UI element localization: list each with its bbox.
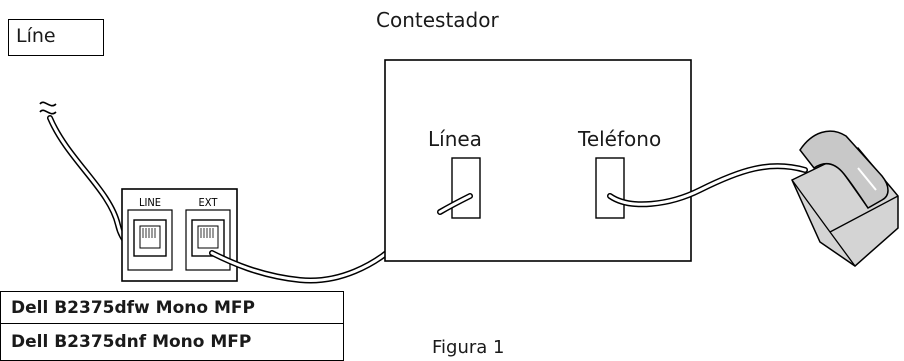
- answering-phone-jack: [595, 157, 625, 219]
- wall-line-label: Líne: [8, 19, 104, 56]
- answering-line-jack: [451, 157, 481, 219]
- answering-machine: [384, 59, 692, 262]
- wall-line-text: Líne: [16, 25, 56, 47]
- model-list: Dell B2375dfw Mono MFP Dell B2375dnf Mon…: [0, 291, 344, 361]
- phone-cable: [607, 163, 808, 208]
- port-label-line: LINE: [139, 196, 161, 209]
- answering-phone-label: Teléfono: [578, 127, 662, 151]
- model-name: Dell B2375dfw Mono MFP: [11, 298, 255, 318]
- telephone-icon: [791, 130, 899, 267]
- figure-caption: Figura 1: [432, 337, 505, 358]
- model-divider: [1, 323, 343, 324]
- answering-machine-title: Contestador: [376, 8, 499, 32]
- answering-line-label: Línea: [428, 127, 482, 151]
- model-name: Dell B2375dnf Mono MFP: [11, 332, 252, 352]
- ext-jack-icon: [191, 219, 225, 257]
- line-jack-icon: [133, 219, 167, 257]
- port-label-ext: EXT: [199, 196, 219, 209]
- printer-port-panel: LINE EXT: [121, 188, 238, 282]
